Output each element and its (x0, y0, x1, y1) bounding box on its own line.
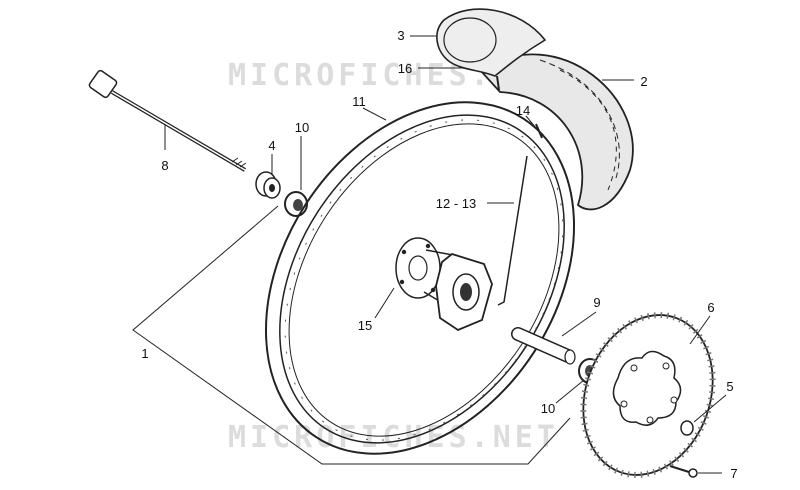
bearing-left (284, 191, 308, 217)
callout-1: 1 (141, 346, 148, 361)
callout-10-right: 10 (541, 401, 555, 416)
callout-6: 6 (707, 300, 714, 315)
spacer-right (511, 327, 576, 365)
disc-bush (680, 420, 694, 436)
callout-labels: 1 2 3 4 5 6 7 8 9 10 10 11 12 - 13 14 15… (141, 28, 737, 481)
callout-4: 4 (268, 138, 275, 153)
callout-9: 9 (593, 295, 600, 310)
leader-lines (164, 35, 727, 474)
rim-tape (535, 123, 543, 139)
watermark-bottom: MICROFICHES.NET (228, 420, 559, 455)
callout-3: 3 (397, 28, 404, 43)
assembly-bracket (132, 205, 571, 465)
callout-2: 2 (640, 74, 647, 89)
callout-8: 8 (161, 158, 168, 173)
callout-16: 16 (398, 61, 412, 76)
callout-5: 5 (726, 379, 733, 394)
axle (88, 69, 247, 172)
spacer-left (255, 171, 281, 199)
callout-12-13: 12 - 13 (436, 196, 476, 211)
callout-11: 11 (352, 94, 366, 109)
callout-14: 14 (516, 103, 530, 118)
callout-15: 15 (358, 318, 372, 333)
brake-disc (580, 312, 716, 478)
callout-10-left: 10 (295, 120, 309, 135)
disc-bolt (669, 465, 698, 478)
inner-tube (436, 8, 547, 91)
spoke (497, 155, 528, 306)
tire (478, 53, 634, 211)
wheel-rim (264, 101, 576, 455)
callout-7: 7 (730, 466, 737, 481)
wheel-hub (395, 237, 493, 332)
